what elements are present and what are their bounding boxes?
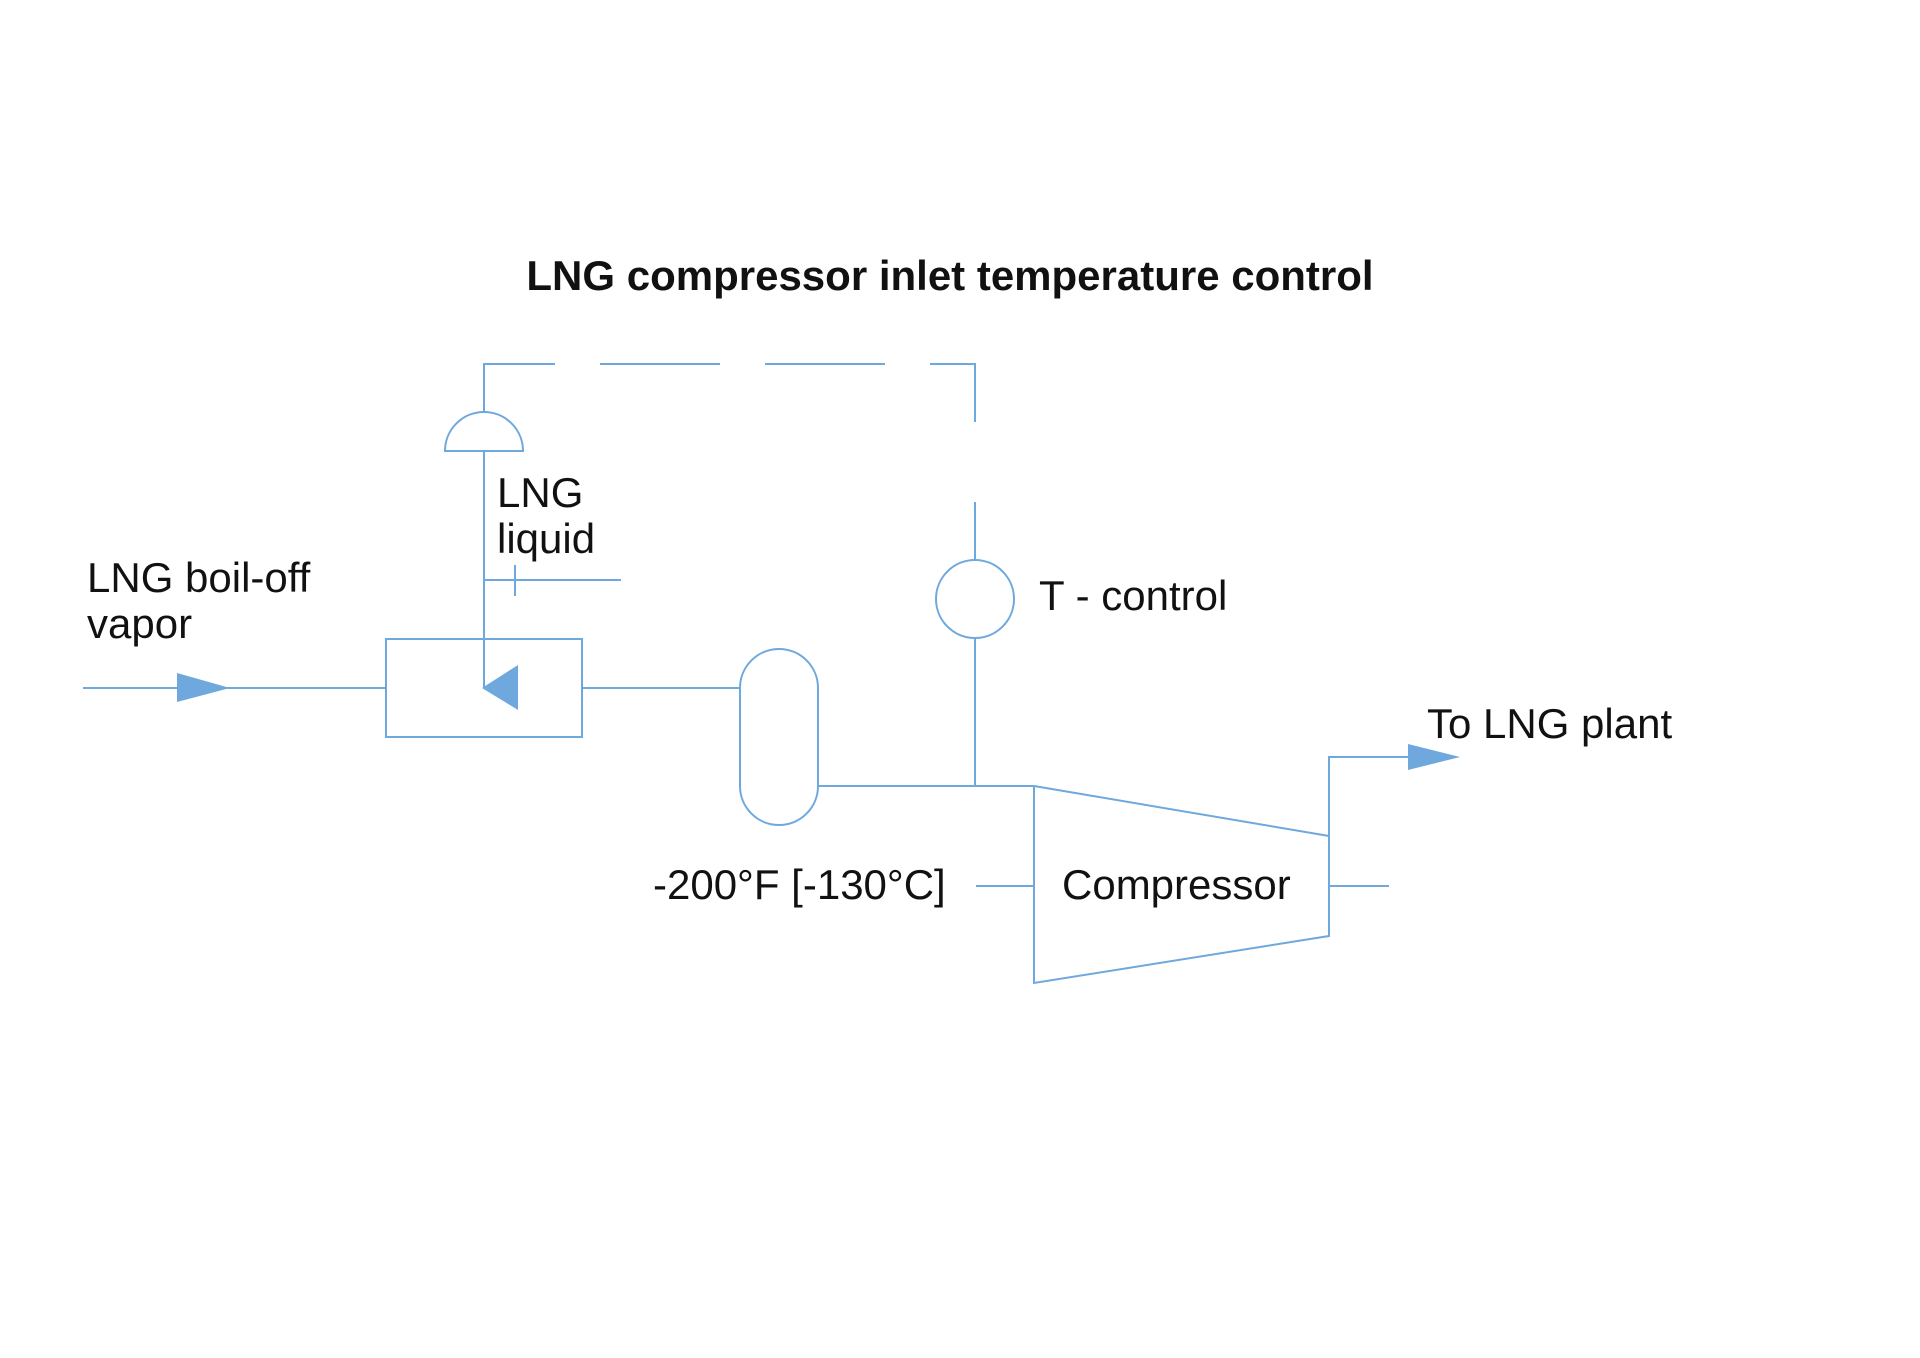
to-plant-label: To LNG plant (1427, 700, 1672, 747)
lng-liquid-line (483, 451, 621, 688)
outlet-line (1328, 744, 1460, 836)
temperature-controller-icon (935, 559, 1015, 639)
compressor (1033, 784, 1330, 985)
boil-off-inlet-line (83, 673, 385, 702)
compressor-label: Compressor (1062, 861, 1291, 908)
diagram-title: LNG compressor inlet temperature control (526, 252, 1373, 299)
inlet-flow-arrow (177, 673, 230, 702)
boil-off-label-line1: LNG boil-off (87, 554, 311, 601)
boil-off-label-line2: vapor (87, 600, 192, 647)
control-valve-actuator-icon (443, 411, 525, 452)
knockout-drum (739, 648, 819, 826)
control-signal-line (483, 363, 976, 422)
outlet-flow-arrow (1408, 744, 1460, 770)
t-control-label: T - control (1039, 572, 1227, 619)
liquid-label-line1: LNG (497, 469, 583, 516)
liquid-label-line2: liquid (497, 515, 595, 562)
temperature-label: -200°F [-130°C] (653, 861, 946, 908)
liquid-injection-nozzle-icon (482, 665, 518, 710)
